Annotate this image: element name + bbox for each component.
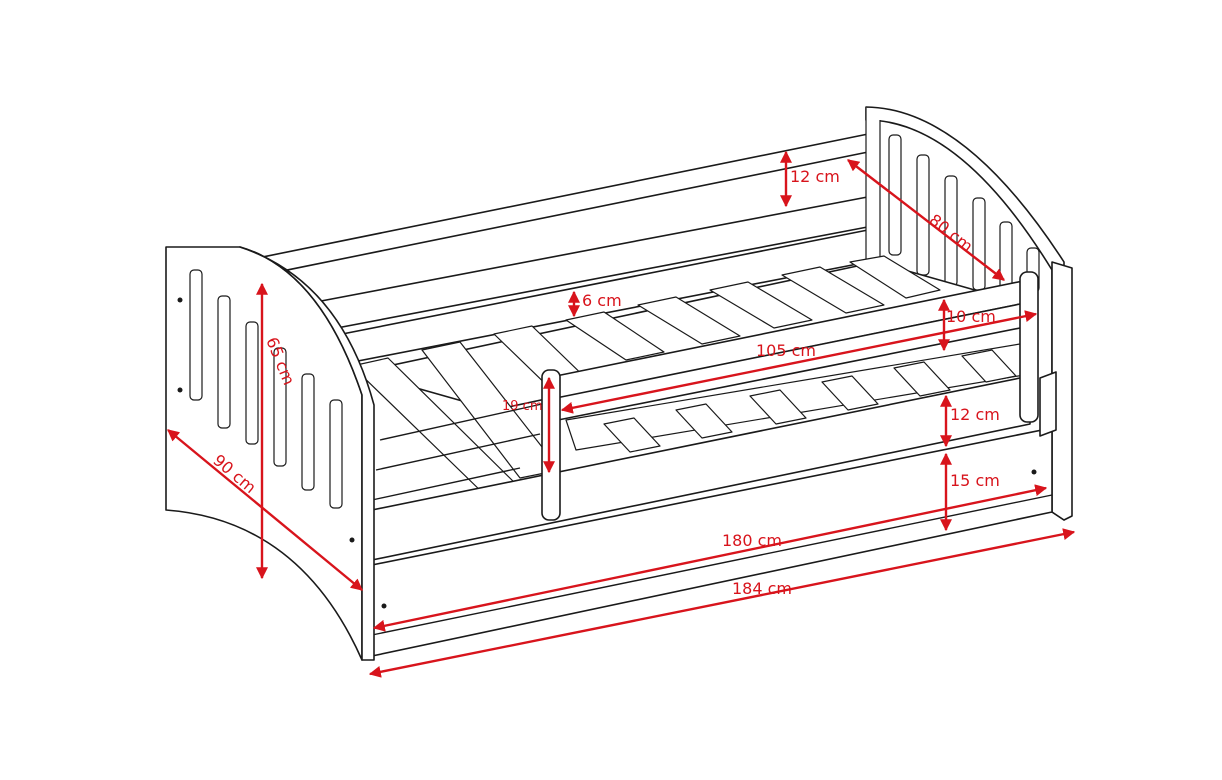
dim-top-rail-label: 12 cm: [790, 167, 840, 186]
left-slot: [245, 321, 259, 445]
dim-outer-length-line: [368, 528, 1076, 678]
left-slot: [217, 295, 231, 429]
dim-mattress-width-line: [847, 159, 1005, 281]
dim-outer-length-label: 184 cm: [732, 579, 792, 598]
dim-slat-label: 6 cm: [582, 291, 622, 310]
left-slot: [189, 269, 203, 401]
slat: [603, 417, 661, 453]
drawer-screw: [381, 603, 387, 609]
dim-drawer-height-label: 15 cm: [950, 471, 1000, 490]
drawer-screw: [1031, 469, 1037, 475]
dim-front-panel-label: 12 cm: [950, 405, 1000, 424]
guard-right-post: [1019, 271, 1039, 423]
left-slot: [301, 373, 315, 491]
dim-guard-length-line: [560, 310, 1038, 414]
dim-guard-length-label: 105 cm: [756, 341, 816, 360]
slat: [781, 266, 885, 314]
guard-left-post: [541, 369, 561, 521]
right-slot: [972, 197, 986, 291]
dim-width-line: [167, 429, 363, 591]
right-front-post: [1039, 371, 1057, 437]
screw-hole: [177, 297, 183, 303]
back-structure: [237, 131, 879, 369]
screw-hole: [349, 537, 355, 543]
left-slot: [329, 399, 343, 509]
dim-guard-height-label: 19 cm: [502, 399, 543, 414]
dim-inner-length-label: 180 cm: [722, 531, 782, 550]
screw-hole: [177, 387, 183, 393]
